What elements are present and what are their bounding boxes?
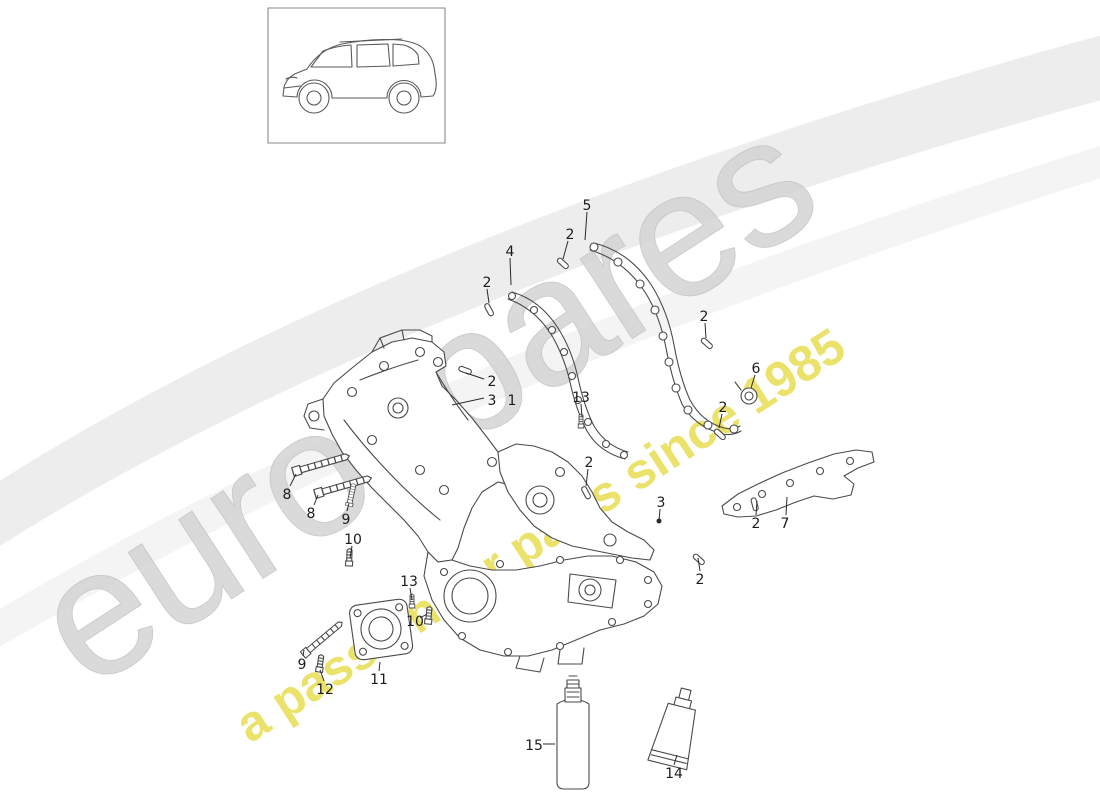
callout-leader-line [409, 587, 413, 601]
bolt-10a [344, 547, 354, 567]
gasket-4 [507, 291, 629, 460]
callout-leader-line [289, 473, 297, 487]
sealant-tube-14 [647, 687, 696, 771]
callout-leader-line [562, 240, 569, 260]
part-callout-12-22[interactable]: 12 [316, 682, 334, 698]
dowel-pin-2c [699, 336, 714, 351]
part-callout-2-13[interactable]: 2 [752, 516, 761, 532]
part-callout-6-9[interactable]: 6 [752, 361, 761, 377]
lower-housing [423, 551, 663, 673]
callout-leader-line [419, 613, 428, 619]
callout-leader-line [486, 288, 490, 304]
part-callout-8-15[interactable]: 8 [283, 487, 292, 503]
callout-leader-line [673, 754, 678, 766]
callout-leader-line [697, 557, 701, 572]
callout-leader-line [785, 496, 788, 516]
technical-drawing [267, 7, 875, 790]
bolt-13b [408, 593, 416, 609]
mount-6 [734, 381, 758, 405]
callout-leader-line [585, 468, 589, 487]
part-callout-2-1[interactable]: 2 [566, 227, 575, 243]
callout-leader-line [755, 500, 758, 516]
part-callout-2-24[interactable]: 2 [696, 572, 705, 588]
callout-leader-line [718, 413, 723, 429]
callout-leader-line [465, 372, 485, 380]
callout-leader-line [509, 257, 512, 286]
callout-leader-line [451, 397, 485, 406]
callout-dot [656, 518, 662, 524]
callout-leader-line [302, 649, 305, 657]
vehicle-thumbnail [267, 7, 446, 144]
gasket-5 [589, 242, 742, 436]
callout-leader-line [704, 322, 707, 339]
part-callout-9-17[interactable]: 9 [342, 512, 351, 528]
part-callout-1-7[interactable]: 1 [508, 393, 517, 409]
callout-leader-line [319, 669, 325, 682]
callout-leader-line [346, 502, 350, 512]
cayenne-illustration [282, 38, 437, 114]
timing-cover-middle [497, 443, 655, 561]
part-callout-2-10[interactable]: 2 [719, 400, 728, 416]
part-callout-11-23[interactable]: 11 [370, 672, 388, 688]
part-callout-15-25[interactable]: 15 [525, 738, 543, 754]
part-callout-5-0[interactable]: 5 [583, 198, 592, 214]
timing-cover-upper [303, 329, 521, 563]
part-callout-2-5[interactable]: 2 [488, 374, 497, 390]
callout-leader-line [313, 494, 319, 506]
part-callout-3-12[interactable]: 3 [657, 495, 666, 511]
part-callout-10-18[interactable]: 10 [344, 532, 362, 548]
callout-leader-line [750, 374, 756, 389]
gasket-plate-7 [721, 449, 875, 518]
background-swoosh [0, 35, 1100, 647]
bolt-13a [577, 413, 585, 429]
callout-leader-line [584, 211, 588, 241]
part-callout-10-20[interactable]: 10 [406, 614, 424, 630]
part-callout-7-14[interactable]: 7 [781, 516, 790, 532]
part-callout-3-6[interactable]: 3 [488, 393, 497, 409]
callout-leader-line [378, 661, 381, 672]
seal-flange-11 [349, 598, 414, 661]
part-callout-13-19[interactable]: 13 [400, 574, 418, 590]
part-callout-4-2[interactable]: 4 [506, 244, 515, 260]
spray-can-15 [556, 675, 590, 790]
part-callout-2-11[interactable]: 2 [585, 455, 594, 471]
callout-leader-line [349, 545, 353, 559]
part-callout-2-4[interactable]: 2 [700, 309, 709, 325]
part-callout-14-26[interactable]: 14 [665, 766, 683, 782]
part-callout-8-16[interactable]: 8 [307, 506, 316, 522]
callout-leader-line [580, 403, 583, 418]
part-callout-13-8[interactable]: 13 [572, 390, 590, 406]
part-callout-9-21[interactable]: 9 [298, 657, 307, 673]
part-callout-2-3[interactable]: 2 [483, 275, 492, 291]
